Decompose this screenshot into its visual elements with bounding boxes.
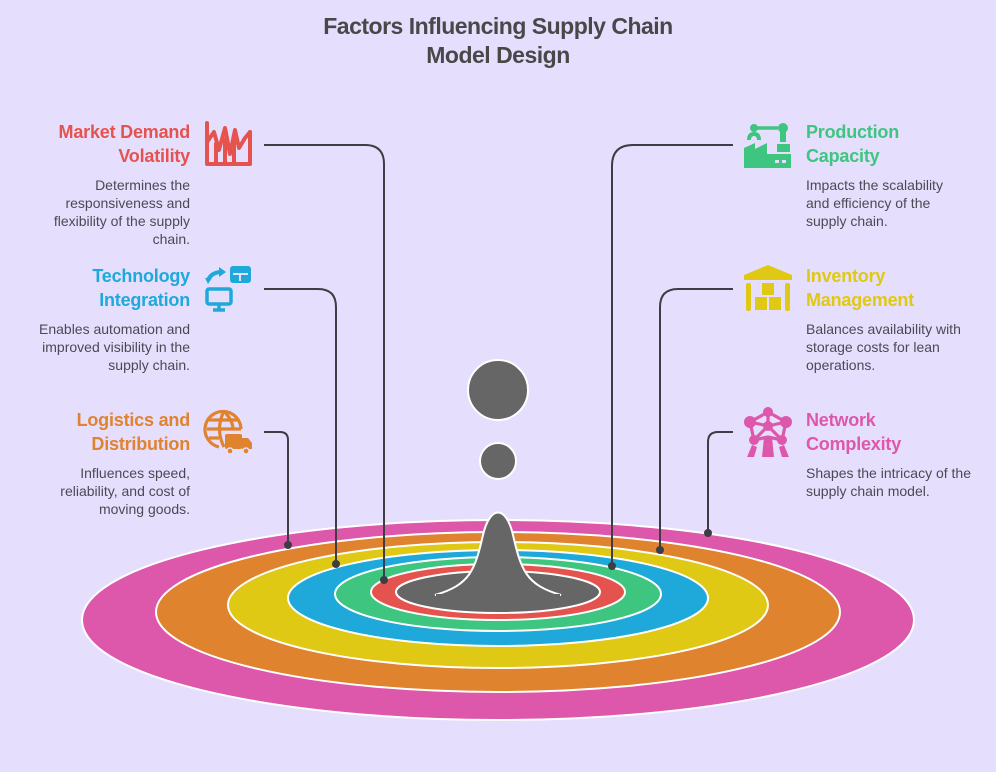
factor-title: Production Capacity xyxy=(806,120,986,168)
connector-technology xyxy=(264,288,337,563)
factor-title-line: Volatility xyxy=(118,146,190,166)
factor-description: Enables automation and improved visibili… xyxy=(39,321,190,373)
factor-title-line: Logistics and xyxy=(76,410,191,430)
splash-peak-base-cover xyxy=(436,594,560,600)
connector-production xyxy=(611,144,733,565)
splash-peak xyxy=(434,511,562,596)
connector-network xyxy=(707,431,733,532)
factor-title-line: Network xyxy=(806,410,876,430)
droplet-small xyxy=(479,442,517,480)
factor-production-capacity: Production Capacity Impacts the scalabil… xyxy=(806,120,986,230)
factor-title-line: Technology xyxy=(92,266,190,286)
factor-inventory-management: Inventory Management Balances availabili… xyxy=(806,264,986,374)
factor-title-line: Production xyxy=(806,122,899,142)
factor-logistics-distribution: Logistics and Distribution Influences sp… xyxy=(0,408,190,518)
connector-inventory xyxy=(659,288,733,549)
factor-description: Shapes the intricacy of the supply chain… xyxy=(806,465,971,499)
factor-description: Influences speed, reliability, and cost … xyxy=(60,465,190,517)
factor-title-line: Market Demand xyxy=(58,122,191,142)
dot-market-demand xyxy=(380,576,388,584)
factor-title-line: Distribution xyxy=(91,434,190,454)
connector-dots xyxy=(284,529,712,584)
dot-production xyxy=(608,562,616,570)
dot-technology xyxy=(332,560,340,568)
connector-market-demand xyxy=(264,144,385,580)
factor-description: Impacts the scalability and efficiency o… xyxy=(806,177,943,229)
factor-description: Balances availability with storage costs… xyxy=(806,321,961,373)
globe-truck-icon xyxy=(203,409,252,455)
factor-title-line: Integration xyxy=(99,290,190,310)
factor-title: Market Demand Volatility xyxy=(0,120,191,168)
connector-logistics xyxy=(264,431,289,545)
droplet-large xyxy=(467,359,529,421)
factor-title: Logistics and Distribution xyxy=(0,408,191,456)
factor-title: Network Complexity xyxy=(806,408,986,456)
dot-network xyxy=(704,529,712,537)
factor-title: Technology Integration xyxy=(0,264,190,312)
dot-logistics xyxy=(284,541,292,549)
title-line-2: Model Design xyxy=(426,42,570,68)
factor-title: Inventory Management xyxy=(806,264,986,312)
title-line-1: Factors Influencing Supply Chain xyxy=(323,13,673,39)
factor-title-line: Management xyxy=(806,290,915,310)
warehouse-boxes-icon xyxy=(744,265,792,311)
volatility-chart-icon xyxy=(205,121,252,166)
atomium-network-icon xyxy=(744,407,792,457)
factor-market-demand-volatility: Market Demand Volatility Determines the … xyxy=(0,120,190,248)
computer-sync-icon xyxy=(205,266,251,312)
connectors xyxy=(264,144,733,580)
dot-inventory xyxy=(656,546,664,554)
page-title: Factors Influencing Supply Chain Model D… xyxy=(0,12,996,70)
factor-description: Determines the responsiveness and flexib… xyxy=(53,177,190,247)
rings xyxy=(81,519,915,721)
factor-title-line: Complexity xyxy=(806,434,902,454)
factor-title-line: Capacity xyxy=(806,146,880,166)
factor-title-line: Inventory xyxy=(806,266,886,286)
factor-network-complexity: Network Complexity Shapes the intricacy … xyxy=(806,408,986,500)
factor-technology-integration: Technology Integration Enables automatio… xyxy=(0,264,190,374)
robotic-factory-icon xyxy=(744,123,791,168)
